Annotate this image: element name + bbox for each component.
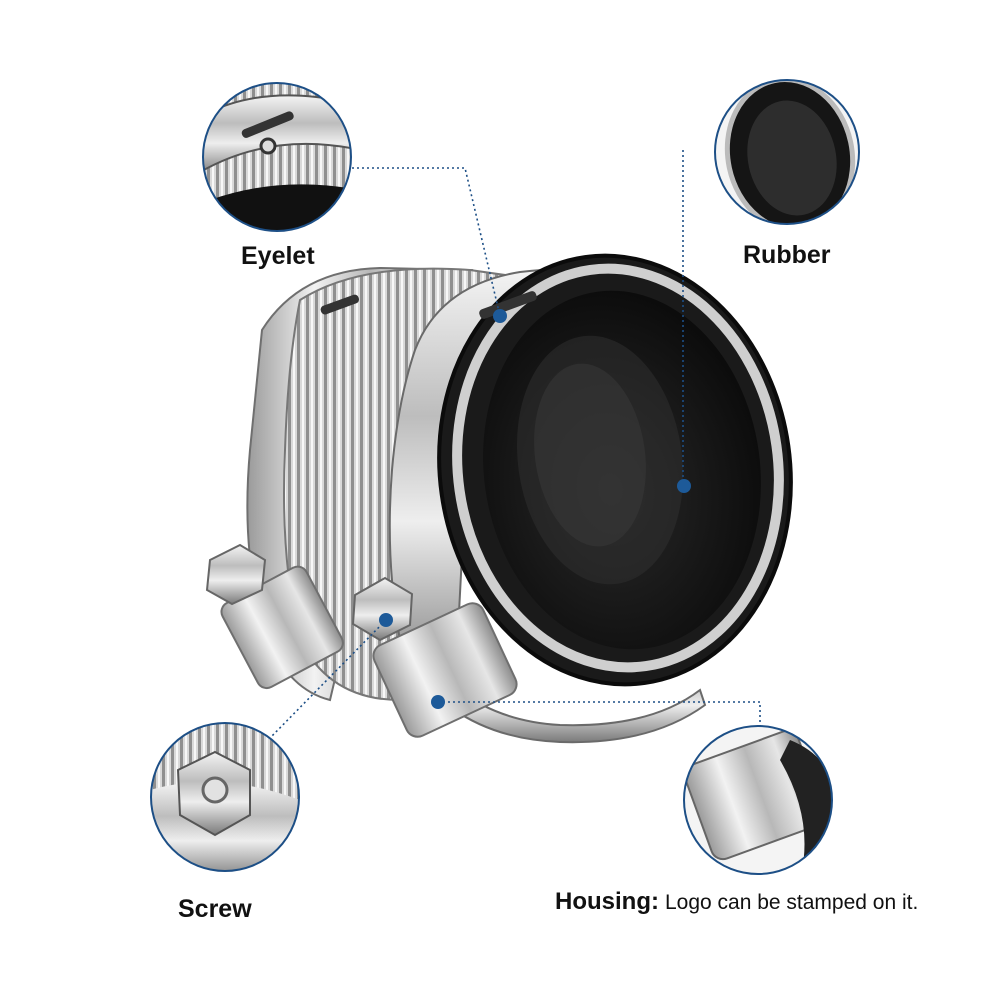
callout-markers [379, 309, 691, 709]
zoom-rubber [714, 79, 860, 225]
rubber-label: Rubber [743, 241, 831, 269]
screw-housing-right [351, 576, 518, 738]
zoom-screw [150, 722, 300, 872]
housing-label: Housing:Logo can be stamped on it. [555, 890, 918, 914]
leader-lines [267, 150, 761, 741]
eyelet-label: Eyelet [241, 242, 315, 270]
zoom-eyelet [202, 82, 352, 232]
housing-title: Housing: [555, 888, 659, 915]
screw-housing-left [205, 543, 344, 690]
zoom-housing [683, 725, 833, 875]
screw-marker [379, 613, 393, 627]
rubber-marker [677, 479, 691, 493]
housing-note: Logo can be stamped on it. [664, 891, 919, 914]
eyelet-marker [493, 309, 507, 323]
screw-label: Screw [178, 895, 252, 923]
coupling-body [205, 253, 793, 744]
housing-marker [431, 695, 445, 709]
